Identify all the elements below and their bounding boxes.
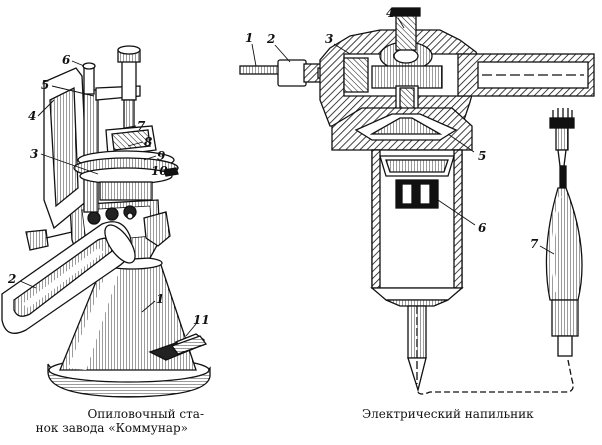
label-left-1: 1 xyxy=(156,292,164,306)
electric-file-drawing xyxy=(239,7,595,395)
label-right-4: 4 xyxy=(386,6,394,20)
foot-pedal xyxy=(148,333,208,361)
caption-left-line1: Опиловочный ста- xyxy=(87,407,204,421)
right-leader-lines xyxy=(251,17,555,255)
filing-machine-drawing xyxy=(1,45,211,398)
label-left-10: 10 xyxy=(151,164,168,178)
label-right-5: 5 xyxy=(478,149,486,163)
label-left-8: 8 xyxy=(144,135,153,149)
caption-left-line2: нок завода «Коммунар» xyxy=(35,421,188,435)
inclined-tube xyxy=(1,221,136,334)
label-right-1: 1 xyxy=(245,31,253,45)
caption-filing-machine: Опиловочный ста- нок завода «Коммунар» xyxy=(0,407,300,435)
label-left-11: 11 xyxy=(193,313,210,327)
caption-electric-file: Электрический напильник xyxy=(362,407,534,421)
right-labels: 1 2 3 4 5 6 7 xyxy=(245,6,539,251)
handle xyxy=(545,108,583,357)
label-right-6: 6 xyxy=(478,221,487,235)
label-right-7: 7 xyxy=(530,237,539,251)
left-leader-lines xyxy=(19,60,197,337)
label-left-2: 2 xyxy=(7,272,16,286)
label-left-4: 4 xyxy=(28,109,36,123)
label-left-6: 6 xyxy=(62,53,71,67)
label-left-7: 7 xyxy=(137,119,146,133)
label-right-3: 3 xyxy=(325,32,333,46)
left-labels: 1 2 3 4 5 6 7 8 9 10 11 xyxy=(7,53,210,327)
label-left-3: 3 xyxy=(30,147,38,161)
label-right-2: 2 xyxy=(266,32,275,46)
label-left-9: 9 xyxy=(157,149,166,163)
top-post xyxy=(83,65,95,95)
label-left-5: 5 xyxy=(41,78,49,92)
